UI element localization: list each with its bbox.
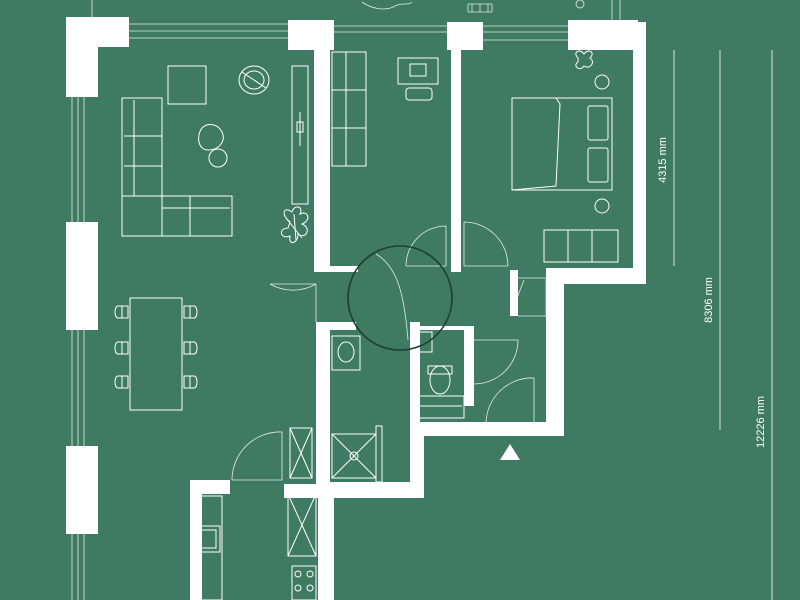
- nightstand-lamp-top: [594, 74, 610, 90]
- wall-wc-right: [464, 326, 474, 406]
- wc: [413, 331, 465, 419]
- wall-right: [633, 22, 646, 284]
- windows: [71, 0, 621, 600]
- wall-step-3v: [318, 482, 334, 600]
- cooktop: [291, 565, 317, 600]
- kitchen-sink: [193, 525, 221, 553]
- wall-step-1h: [410, 422, 564, 436]
- sectional-sofa: [121, 97, 233, 237]
- plant-icon: [281, 206, 309, 243]
- wc-washbasin: [413, 395, 465, 419]
- wall-hall-top: [318, 266, 358, 272]
- wall-step-2h: [318, 482, 424, 498]
- wall-top-right: [568, 20, 638, 50]
- desk: [397, 57, 439, 101]
- wc-cistern: [417, 331, 433, 353]
- wall-wc-top: [410, 326, 470, 330]
- front-door: [485, 377, 535, 425]
- toilet-icon: [429, 365, 451, 395]
- bedroom: [511, 50, 619, 263]
- wall-living-room: [314, 22, 330, 272]
- dining-set: [114, 297, 198, 411]
- doors: [231, 221, 547, 481]
- nightstand-lamp-bottom: [594, 198, 610, 214]
- bedroom-door: [463, 221, 509, 267]
- wc-door: [473, 339, 519, 385]
- armchair: [238, 65, 270, 95]
- office: [331, 51, 439, 167]
- wall-bath-left: [316, 322, 330, 484]
- closet-hatch: [289, 427, 313, 479]
- coffee-table-1: [198, 124, 224, 151]
- bookshelf: [331, 51, 367, 167]
- wardrobe: [543, 229, 619, 263]
- wall-bath-top: [316, 322, 356, 330]
- double-bed: [511, 97, 613, 191]
- dimension-label-8306: 8306 mm: [703, 277, 715, 323]
- entrance-arrow-icon: [500, 444, 520, 460]
- bedroom-plant-icon: [575, 50, 593, 69]
- dining-table: [129, 297, 183, 411]
- shower-drain-icon: [349, 451, 359, 461]
- wall-step-2v: [410, 422, 424, 484]
- side-table: [167, 65, 207, 105]
- wall-left-2: [66, 222, 98, 330]
- wall-office-bedroom: [451, 22, 461, 272]
- wall-step-1v: [546, 268, 564, 436]
- sink-icon: [337, 341, 355, 363]
- office-door: [405, 225, 447, 267]
- turning-circle-icon: [347, 245, 453, 351]
- sink-cabinet: [331, 335, 361, 371]
- wall-kitchen-left: [190, 480, 202, 600]
- closet-door: [518, 277, 547, 317]
- kitchen-door: [231, 431, 283, 481]
- laundry-unit: [287, 493, 317, 557]
- balcony-furniture: [361, 0, 585, 13]
- dimension-lines: 4315 mm 8306 mm 12226 mm: [657, 50, 773, 600]
- dimension-label-12226: 12226 mm: [755, 396, 767, 448]
- living-door: [269, 283, 317, 322]
- closet-swing: [509, 279, 525, 317]
- turning-circle-door-arc: [375, 253, 409, 341]
- coffee-table-2: [208, 148, 228, 168]
- tv-unit: [291, 65, 309, 205]
- wall-bath-right: [410, 322, 420, 422]
- kitchen-counter: [191, 495, 223, 600]
- bathroom: [331, 335, 383, 483]
- living-room: [121, 65, 309, 243]
- wall-right-bottom: [548, 268, 646, 284]
- dimension-label-4315: 4315 mm: [657, 137, 669, 183]
- walls: [66, 17, 646, 600]
- wall-closet: [510, 270, 518, 316]
- wall-left-3: [66, 446, 98, 534]
- wall-left-1: [66, 17, 98, 97]
- kitchen: [191, 427, 317, 600]
- dining-chairs: [114, 305, 198, 389]
